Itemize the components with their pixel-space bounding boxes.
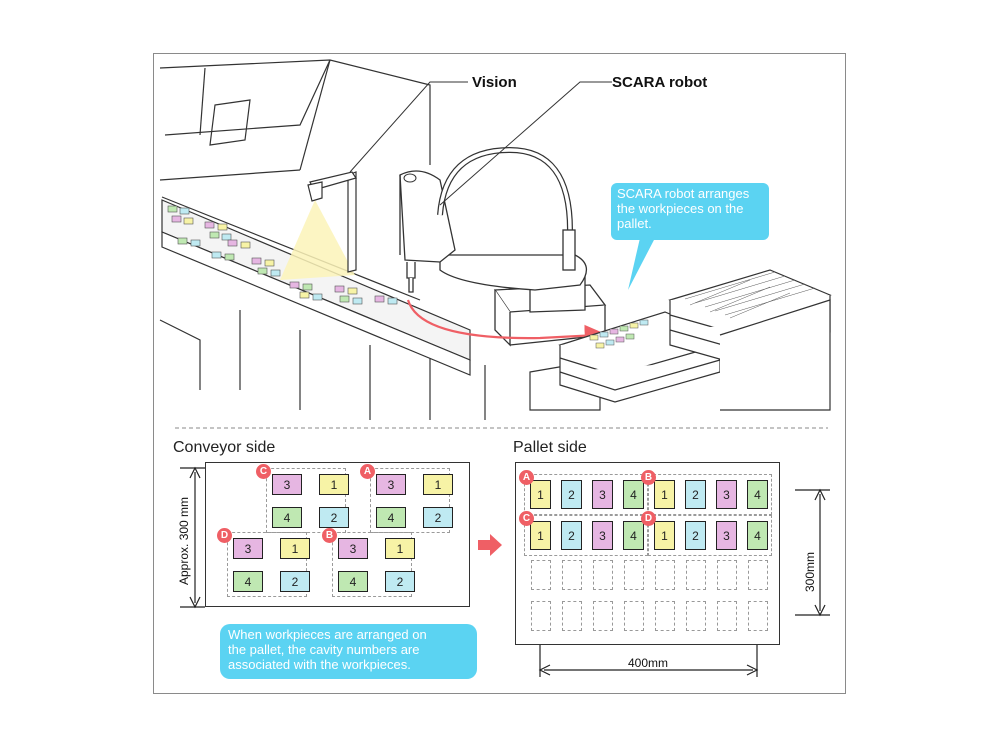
scara-robot-label: SCARA robot [612, 74, 708, 91]
pallet-workpiece: 1 [530, 480, 551, 509]
empty-cavity [593, 560, 613, 590]
vision-camera [307, 171, 357, 273]
callout-line: associated with the workpieces. [228, 657, 411, 672]
pallet-group-outline [524, 515, 648, 556]
workpiece: 4 [376, 507, 406, 528]
pallet-workpiece: 3 [592, 521, 613, 550]
empty-cavity [748, 560, 768, 590]
workpiece: 1 [280, 538, 310, 559]
pallet-group-badge: C [519, 511, 534, 526]
callout-line: pallet. [617, 216, 652, 231]
empty-cavity [686, 601, 706, 631]
empty-cavity [686, 560, 706, 590]
conveyor-side-title: Conveyor side [173, 439, 276, 456]
pallet-workpiece: 3 [592, 480, 613, 509]
pallet-workpiece: 1 [654, 521, 675, 550]
pallet-group-badge: A [519, 470, 534, 485]
pallet-workpiece: 2 [685, 480, 706, 509]
workpiece: 2 [423, 507, 453, 528]
callout-cavity-association: When workpieces are arranged on the pall… [220, 624, 477, 679]
leader-lines [349, 81, 612, 206]
pallet-workpiece: 1 [530, 521, 551, 550]
workpiece-group-outline [227, 532, 307, 597]
robot-joint [403, 173, 417, 183]
empty-cavity [655, 560, 675, 590]
pallet-workpiece: 1 [654, 480, 675, 509]
pallet-group-outline [648, 515, 772, 556]
workpiece: 1 [319, 474, 349, 495]
vision-label: Vision [472, 74, 517, 91]
empty-cavity [717, 560, 737, 590]
conveyor-belt [161, 196, 471, 376]
empty-cavity [531, 601, 551, 631]
empty-cavity [655, 601, 675, 631]
group-badge: D [217, 528, 232, 543]
pallet-workpiece: 4 [747, 480, 768, 509]
empty-cavity [593, 601, 613, 631]
pallet-workpiece: 3 [716, 521, 737, 550]
pallet-workpiece: 4 [623, 480, 644, 509]
pallet-workpiece: 4 [623, 521, 644, 550]
group-badge: C [256, 464, 271, 479]
pallet-300mm-label: 300mm [803, 551, 817, 592]
pallet-dimension-lines [538, 488, 830, 677]
pallet-stack-back [668, 269, 832, 411]
workpiece: 4 [338, 571, 368, 592]
pallet-400mm-label: 400mm [628, 656, 669, 670]
empty-cavity [624, 560, 644, 590]
empty-cavity [562, 601, 582, 631]
transfer-arrow [406, 299, 607, 347]
empty-cavity [531, 560, 551, 590]
pallet-side-title: Pallet side [513, 439, 587, 456]
workpiece: 3 [376, 474, 406, 495]
pallet-workpiece: 2 [685, 521, 706, 550]
workpiece: 4 [272, 507, 302, 528]
pallet-workpiece: 3 [716, 480, 737, 509]
callout-line: the workpieces on the [617, 201, 744, 216]
empty-cavity [562, 560, 582, 590]
direction-arrow [478, 534, 502, 556]
pallet-group-badge: D [641, 511, 656, 526]
workpiece: 1 [385, 538, 415, 559]
group-badge: B [322, 528, 337, 543]
pallet-workpiece: 2 [561, 480, 582, 509]
pallet-group-badge: B [641, 470, 656, 485]
pallet-workpiece: 4 [747, 521, 768, 550]
pallet-workpiece: 2 [561, 521, 582, 550]
workpiece: 2 [280, 571, 310, 592]
empty-cavity [624, 601, 644, 631]
approx-300mm-label: Approx. 300 mm [177, 496, 191, 585]
vision-light-cone [280, 200, 355, 280]
callout-line: SCARA robot arranges [617, 186, 750, 201]
pallet-grid-back [684, 271, 816, 319]
group-badge: A [360, 464, 375, 479]
workpiece: 2 [385, 571, 415, 592]
workpiece: 4 [233, 571, 263, 592]
workpiece-group-outline [332, 532, 412, 597]
callout-tail [628, 238, 655, 290]
empty-cavity [717, 601, 737, 631]
workpiece: 2 [319, 507, 349, 528]
callout-line: the pallet, the cavity numbers are [228, 642, 420, 657]
workpiece: 1 [423, 474, 453, 495]
conveyor-workpieces [167, 205, 398, 305]
pallet-group-outline [524, 474, 648, 515]
machine-housing [159, 59, 486, 420]
workpiece: 3 [338, 538, 368, 559]
empty-cavity [748, 601, 768, 631]
pallet-group-outline [648, 474, 772, 515]
workpiece: 3 [233, 538, 263, 559]
callout-line: When workpieces are arranged on [228, 627, 427, 642]
pallet-grid-front [589, 319, 649, 349]
workpiece: 3 [272, 474, 302, 495]
callout-robot-arranges: SCARA robot arranges the workpieces on t… [611, 183, 769, 240]
conveyor-dimension-line [180, 466, 205, 609]
